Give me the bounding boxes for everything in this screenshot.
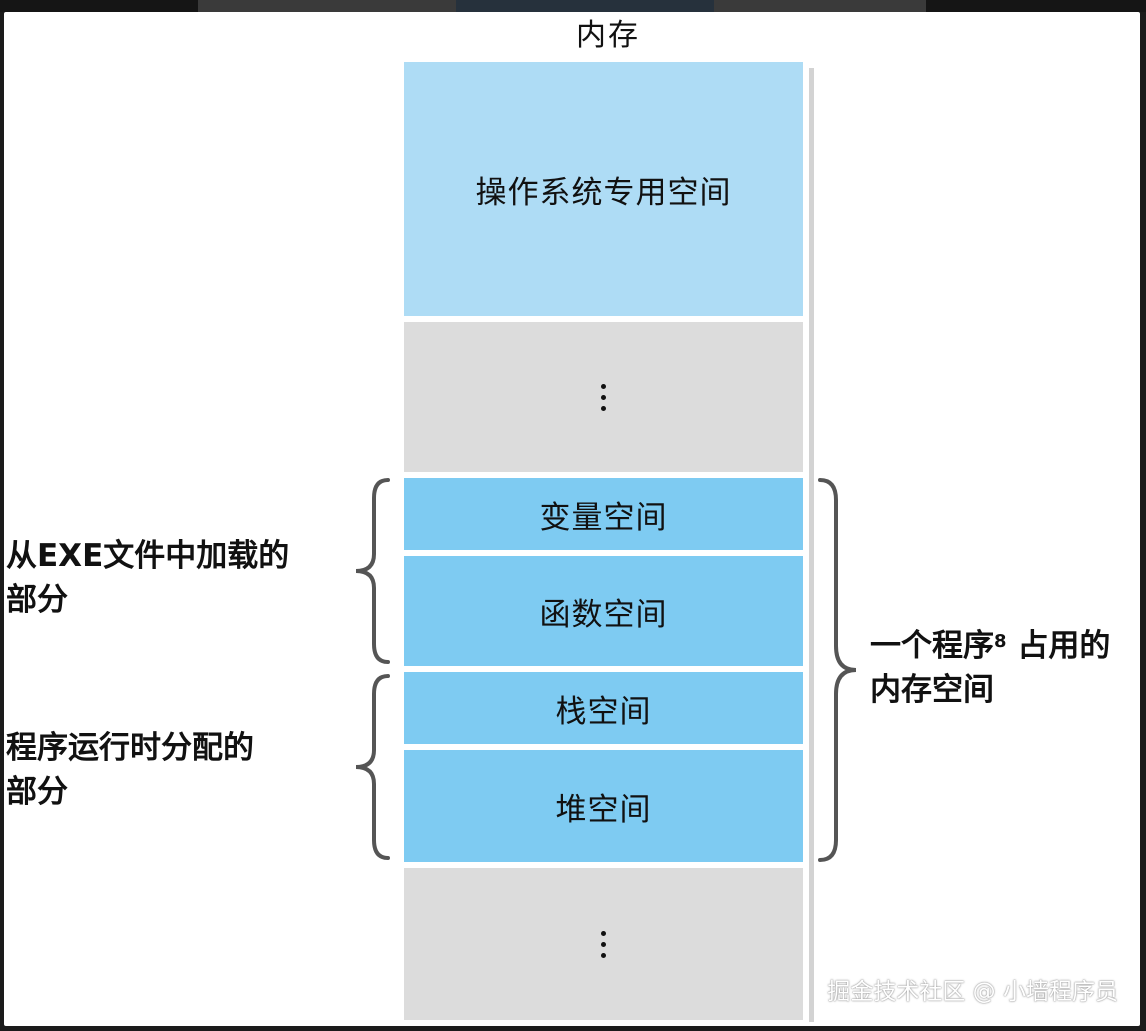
brace-right-program	[818, 478, 857, 862]
unused-space-block-top	[404, 322, 803, 472]
runtime-label-line2: 部分	[6, 774, 68, 810]
top-bar-segment	[198, 0, 456, 12]
variable-space-label: 变量空间	[539, 499, 668, 536]
exe-loaded-part-label: 从EXE文件中加载的 部分	[6, 534, 326, 622]
unused-space-block-bottom	[404, 868, 803, 1020]
heap-space-label: 堆空间	[555, 791, 652, 828]
ellipsis-icon	[601, 928, 606, 961]
top-bar-segment	[456, 0, 714, 12]
ellipsis-icon	[601, 381, 606, 414]
program-label-line1: 一个程序8 占用的	[870, 624, 1140, 668]
program-label-text-b: 占用的	[1017, 628, 1111, 664]
brace-left-runtime	[355, 674, 390, 860]
function-space-block: 函数空间	[404, 556, 803, 666]
brace-left-exe	[355, 478, 390, 664]
footnote-marker: 8	[994, 631, 1007, 652]
runtime-allocated-part-label: 程序运行时分配的 部分	[6, 726, 326, 814]
diagram-canvas: 内存 操作系统专用空间 变量空间 函数空间 栈空间 堆空间 从EXE文件中加载的…	[4, 12, 1140, 1026]
window-top-bar	[0, 0, 1146, 12]
os-space-label: 操作系统专用空间	[475, 174, 732, 211]
stack-space-label: 栈空间	[555, 693, 652, 730]
runtime-label-line1: 程序运行时分配的	[6, 730, 254, 766]
exe-label-line2: 部分	[6, 582, 68, 618]
diagram-title: 内存	[576, 18, 640, 53]
variable-space-block: 变量空间	[404, 478, 803, 550]
watermark: 掘金技术社区 @ 小墙程序员	[827, 979, 1118, 1005]
function-space-label: 函数空间	[539, 596, 668, 633]
program-label-text-a: 一个程序	[870, 628, 994, 664]
stack-space-block: 栈空间	[404, 672, 803, 744]
program-memory-label: 一个程序8 占用的 内存空间	[870, 624, 1140, 712]
heap-space-block: 堆空间	[404, 750, 803, 862]
program-label-line2: 内存空间	[870, 672, 994, 708]
memory-column-shadow	[809, 68, 814, 1022]
exe-label-line1: 从EXE文件中加载的	[6, 538, 290, 574]
top-bar-segment	[714, 0, 926, 12]
os-space-block: 操作系统专用空间	[404, 62, 803, 316]
